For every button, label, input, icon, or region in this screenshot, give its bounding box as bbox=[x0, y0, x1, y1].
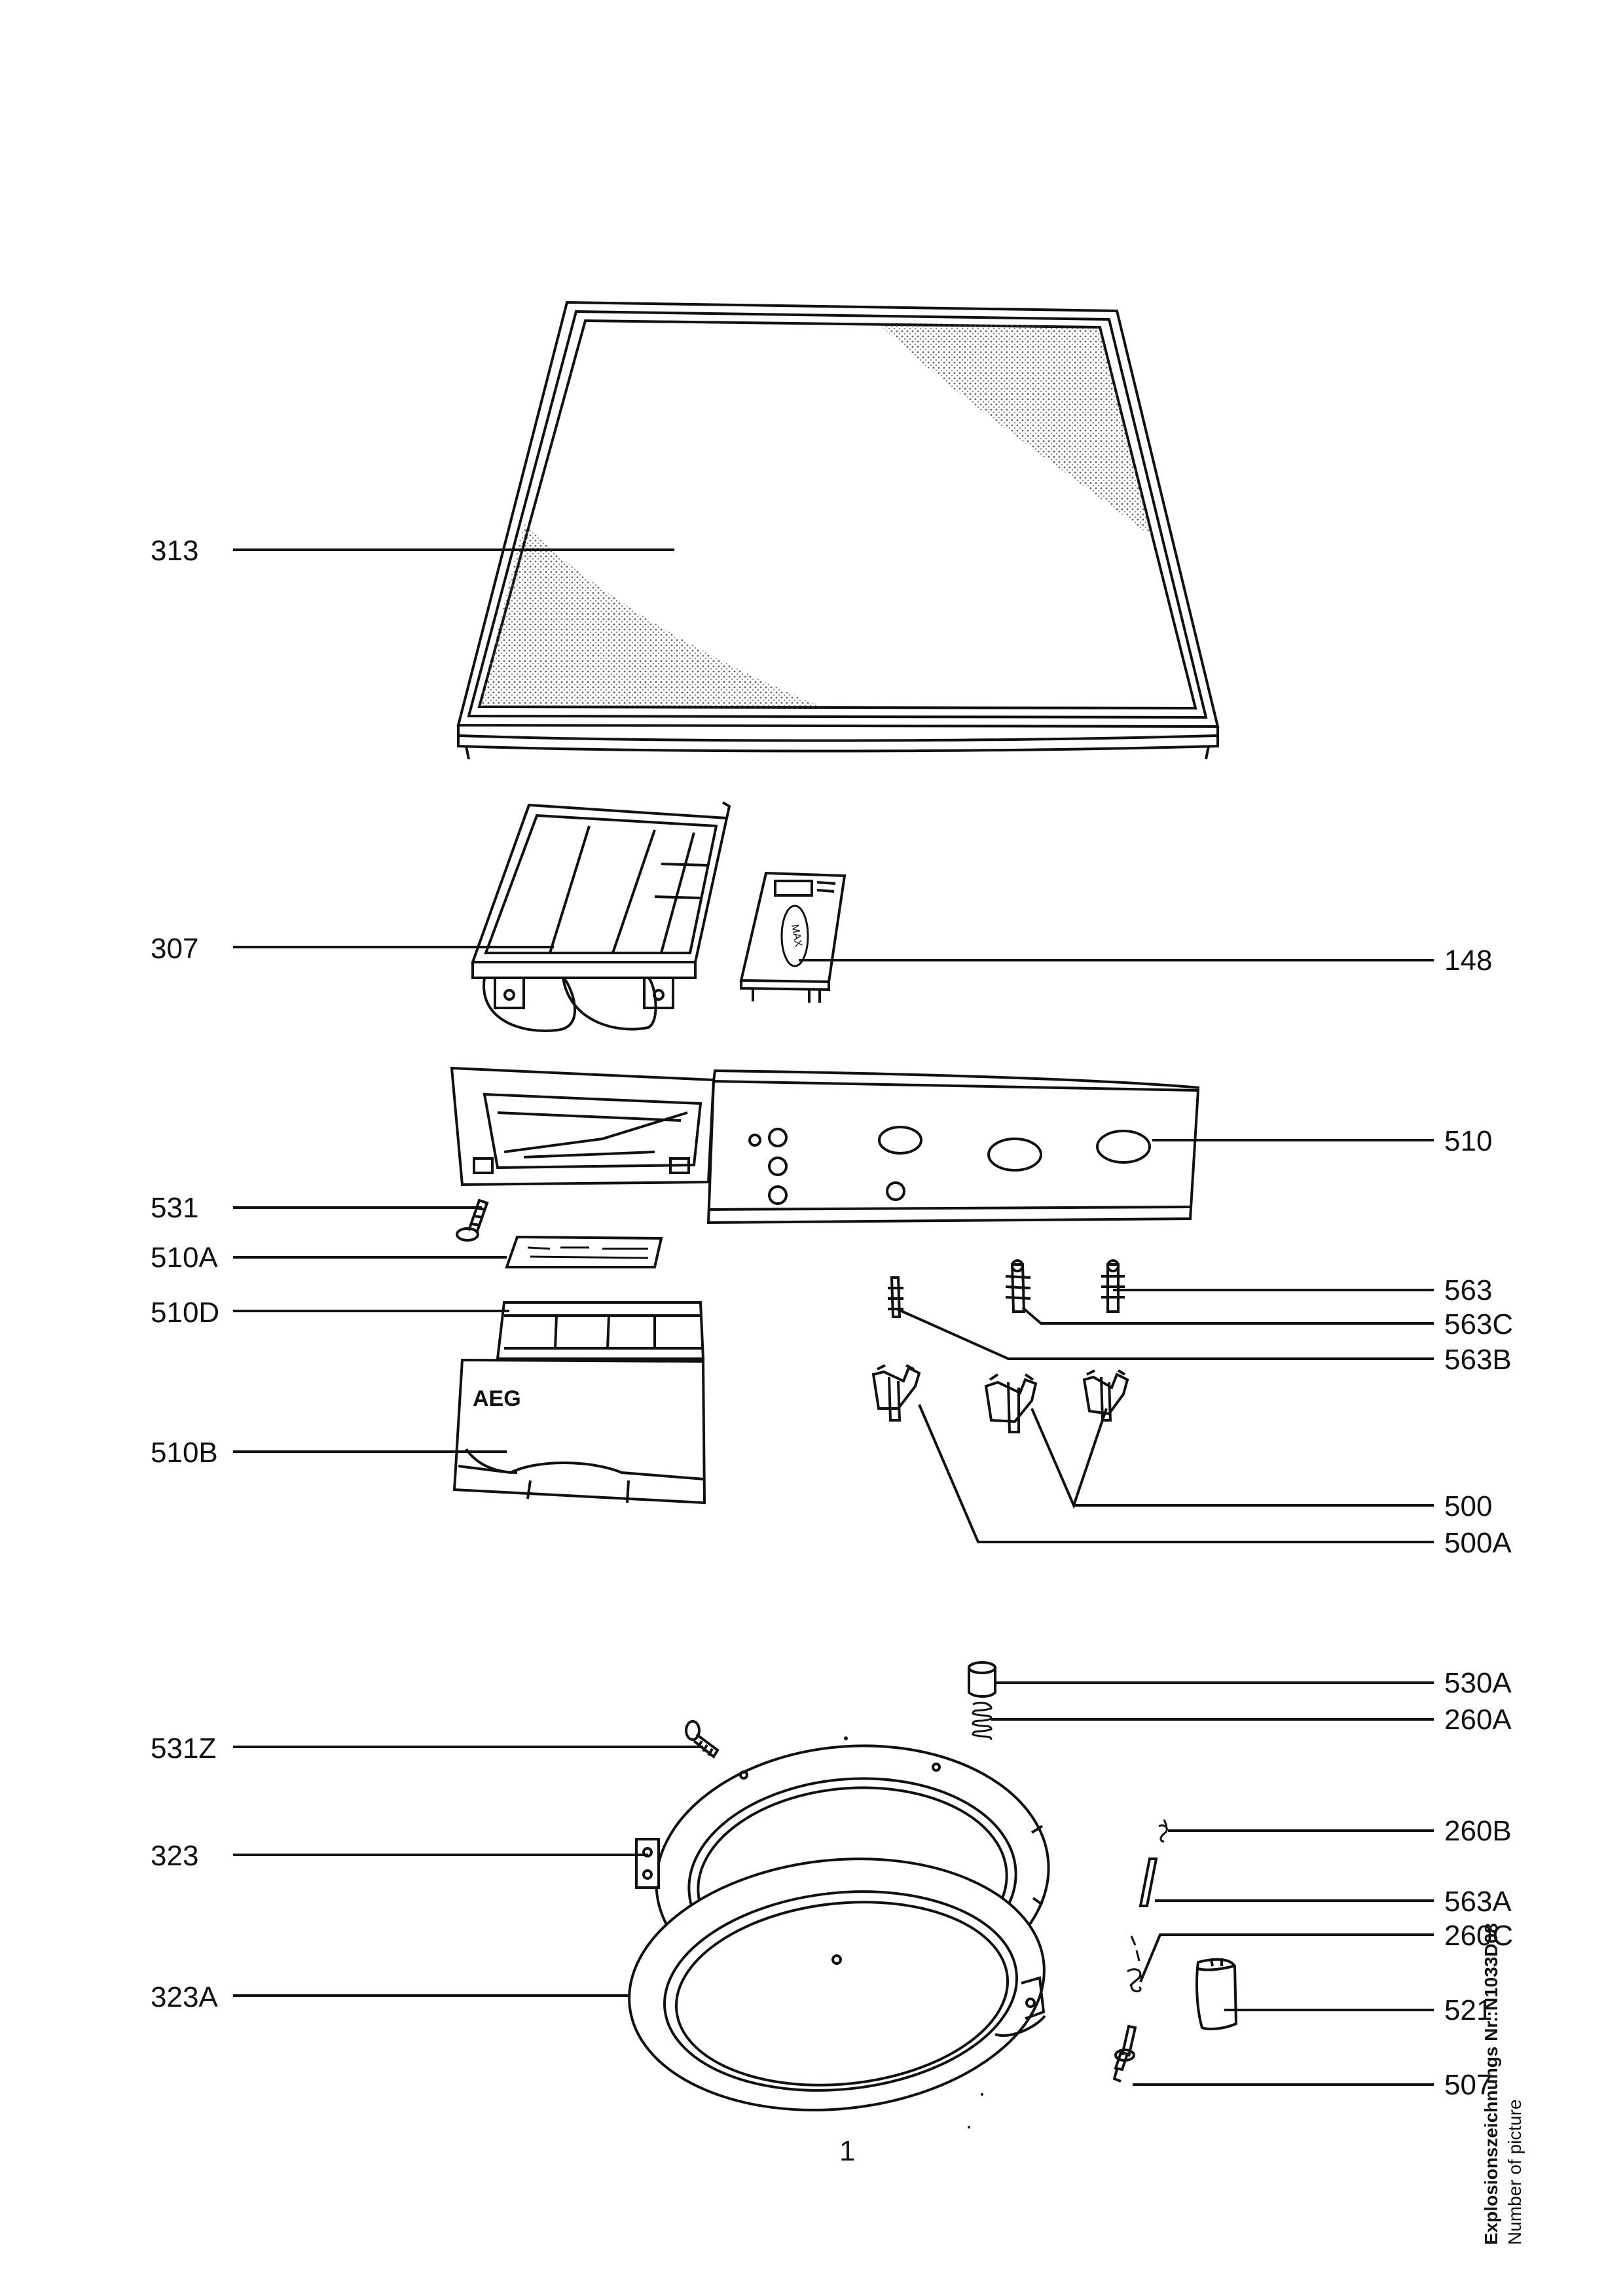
pin-part-563B bbox=[888, 1276, 903, 1318]
label-531: 531 bbox=[151, 1192, 199, 1224]
label-530A: 530A bbox=[1444, 1667, 1512, 1699]
leader-563C bbox=[1021, 1306, 1434, 1325]
cap-part-530A bbox=[968, 1661, 996, 1698]
knob-part-500-right bbox=[1082, 1369, 1129, 1422]
label-510B: 510B bbox=[151, 1437, 218, 1469]
label-260B: 260B bbox=[1444, 1815, 1512, 1847]
label-260A: 260A bbox=[1444, 1704, 1512, 1736]
label-260C: 260C bbox=[1444, 1920, 1514, 1952]
label-148: 148 bbox=[1444, 944, 1493, 977]
label-500: 500 bbox=[1444, 1490, 1493, 1522]
dispenser-cover-part-148: MAX bbox=[739, 871, 847, 1003]
label-500A: 500A bbox=[1444, 1527, 1512, 1559]
label-531Z: 531Z bbox=[151, 1732, 217, 1765]
label-323: 323 bbox=[151, 1840, 199, 1872]
drawing-number: Explosionszeichnungs Nr.:N1033D08 bbox=[1481, 1923, 1501, 2245]
knob-part-500A bbox=[871, 1364, 921, 1422]
panel-insert-part-510A bbox=[505, 1235, 663, 1268]
control-panel-part-510 bbox=[450, 1066, 1200, 1225]
spring-part-260B bbox=[1158, 1819, 1168, 1843]
pin-part-563C bbox=[1005, 1259, 1031, 1313]
screw-part-531 bbox=[456, 1198, 489, 1242]
spring-part-260C bbox=[1127, 1968, 1142, 1992]
label-510A: 510A bbox=[151, 1242, 218, 1274]
drawer-brand-text: AEG bbox=[473, 1386, 521, 1411]
knob-part-500-left bbox=[984, 1373, 1038, 1433]
screw-part-531Z bbox=[685, 1720, 720, 1759]
label-313: 313 bbox=[151, 535, 199, 567]
spring-part-260A bbox=[972, 1702, 993, 1740]
latch-part-507 bbox=[1112, 2024, 1137, 2083]
label-507: 507 bbox=[1444, 2069, 1493, 2101]
dispenser-max-text: MAX bbox=[789, 924, 804, 948]
side-note: Explosionszeichnungs Nr.:N1033D08 Number… bbox=[1481, 1923, 1525, 2245]
picture-caption: Number of picture bbox=[1504, 2099, 1525, 2245]
leader-563B bbox=[896, 1308, 1434, 1360]
page-number: 1 bbox=[839, 2135, 856, 2167]
label-521: 521 bbox=[1444, 1994, 1493, 2026]
label-307: 307 bbox=[151, 933, 199, 965]
worktop-part-313 bbox=[456, 300, 1220, 760]
drawer-inner-part-510D bbox=[496, 1301, 705, 1360]
label-563B: 563B bbox=[1444, 1344, 1512, 1376]
shaft-part-563A bbox=[1130, 1857, 1158, 1962]
leader-500 bbox=[1030, 1408, 1434, 1509]
pin-part-563 bbox=[1101, 1259, 1125, 1313]
drawer-front-part-510B: AEG bbox=[452, 1358, 706, 1505]
handle-part-521 bbox=[1195, 1958, 1238, 2030]
label-510: 510 bbox=[1444, 1125, 1493, 1157]
leader-260C bbox=[1139, 1933, 1434, 1982]
label-510D: 510D bbox=[151, 1297, 220, 1329]
label-563C: 563C bbox=[1444, 1308, 1514, 1340]
door-ring-part-323A bbox=[628, 1857, 1046, 2111]
label-563: 563 bbox=[1444, 1274, 1493, 1306]
label-563A: 563A bbox=[1444, 1886, 1512, 1918]
leader-lines bbox=[233, 548, 1434, 2086]
leader-500A bbox=[918, 1404, 1434, 1543]
detergent-drawer-part-307 bbox=[471, 801, 731, 1032]
scan-specks bbox=[844, 1736, 983, 2128]
label-323A: 323A bbox=[151, 1981, 218, 2013]
